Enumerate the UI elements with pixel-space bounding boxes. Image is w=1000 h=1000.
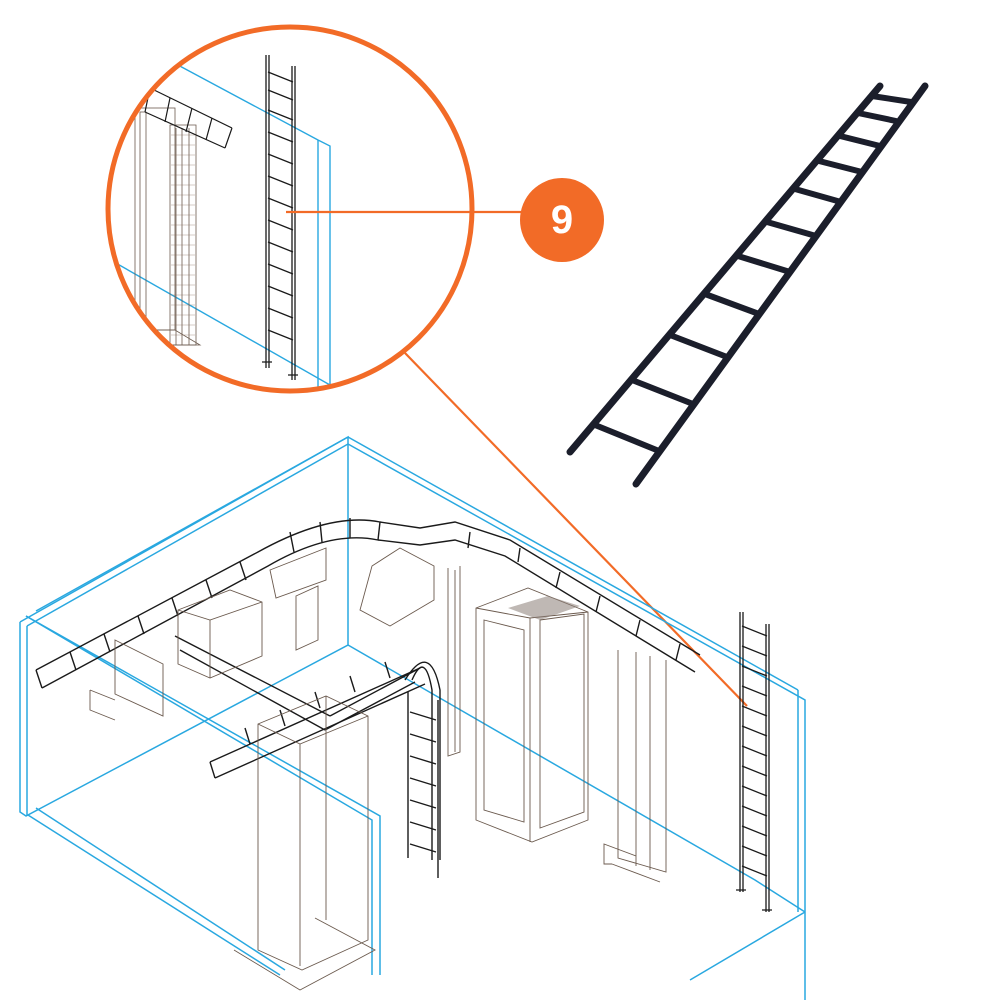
cable-ladder-product (566, 82, 929, 488)
room-wall-outline (19, 435, 806, 1000)
magnified-detail (113, 55, 331, 388)
cabinet-vent-top (508, 596, 580, 620)
callout-leader-diagonal (404, 352, 748, 707)
vertical-wall-ladder (736, 612, 772, 912)
callout-number-badge: 9 (520, 178, 604, 262)
equipment-linework (89, 547, 667, 991)
overhead-cable-tray (35, 518, 701, 878)
callout-magnifier-ring (105, 24, 475, 394)
